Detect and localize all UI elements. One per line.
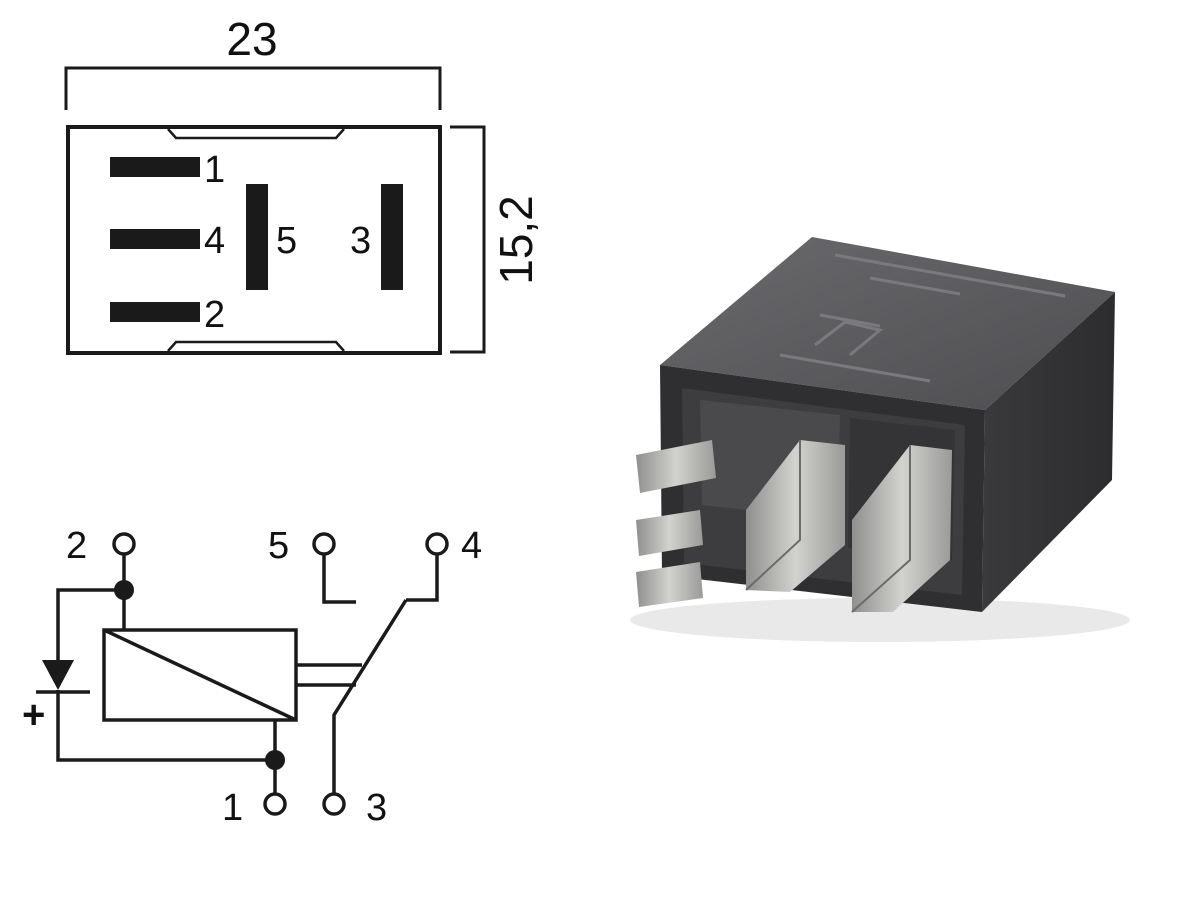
terminal-2-label: 2 [66, 525, 87, 567]
bottom-latch [167, 340, 345, 352]
width-dimension-line [64, 66, 442, 110]
relay-pin-center [746, 440, 845, 592]
relay-pin-left-top [636, 440, 716, 493]
coil-box [102, 628, 298, 722]
terminal-1-circle [263, 792, 287, 816]
relay-pin-left-middle [636, 510, 703, 556]
pin-4-pad [110, 229, 200, 249]
terminal-4-label: 4 [461, 525, 482, 567]
relay-pin-left-bottom [636, 562, 703, 607]
footprint-pin-3-label: 3 [350, 220, 371, 262]
relay-top-face [660, 237, 1115, 410]
footprint-outline [66, 125, 442, 355]
terminal-5-label: 5 [268, 525, 289, 567]
height-dimension-line [450, 125, 486, 354]
terminal-5-circle [312, 532, 336, 556]
relay-right-face [982, 292, 1115, 612]
terminal-1-label: 1 [222, 787, 243, 829]
footprint-pin-5-label: 5 [276, 220, 297, 262]
terminal-3-label: 3 [366, 787, 387, 829]
pin-2-pad [110, 302, 200, 322]
footprint-pin-1-label: 1 [204, 149, 225, 191]
width-dimension-label: 23 [226, 13, 277, 65]
relay-top-markings [779, 253, 1066, 383]
terminal-2-circle [112, 532, 136, 556]
terminal-3-circle [322, 792, 346, 816]
wire-diode-to-junction [56, 690, 275, 762]
junction-dots [114, 580, 285, 770]
relay-pin-right [852, 445, 952, 612]
switch-arm [332, 599, 408, 794]
polarity-plus-label: + [22, 693, 45, 737]
footprint-pin-2-label: 2 [204, 294, 225, 336]
wire-junction-to-diode [56, 588, 124, 660]
relay-shadow [630, 598, 1130, 642]
relay-pin-edges [745, 440, 911, 613]
top-latch [167, 128, 345, 140]
pin-3-pad [381, 184, 403, 290]
footprint-pin-4-label: 4 [204, 220, 225, 262]
pin-1-pad [110, 157, 200, 177]
no-contact-4 [406, 554, 439, 602]
footprint-pins [110, 157, 403, 322]
junction-dot-top [114, 580, 134, 600]
relay-schematic [36, 532, 449, 816]
terminal-4-circle [425, 532, 449, 556]
coil-diagonal [103, 628, 297, 722]
relay-product-illustration [630, 237, 1130, 642]
footprint-drawing [64, 66, 486, 355]
junction-dot-bottom [265, 750, 285, 770]
height-dimension-label: 15,2 [490, 195, 542, 285]
diode-triangle [42, 660, 74, 690]
pin-5-pad [246, 184, 268, 290]
nc-contact-5 [322, 554, 356, 604]
